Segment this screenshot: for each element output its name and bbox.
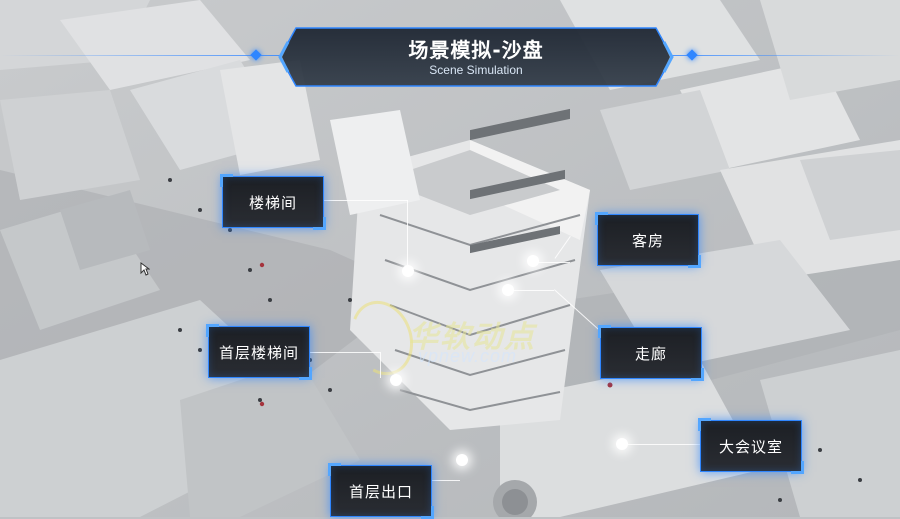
label-corridor-text: 走廊: [634, 344, 667, 363]
connector-guest-room-h: [538, 262, 570, 263]
label-stairwell-text: 楼梯间: [248, 193, 297, 212]
connector-first-stairwell-h: [308, 352, 380, 353]
connector-stairwell-h: [322, 200, 408, 201]
node-corridor[interactable]: [502, 284, 514, 296]
page-title: 场景模拟-沙盘: [408, 38, 544, 62]
label-first-floor-stairwell[interactable]: 首层楼梯间: [206, 324, 312, 380]
connector-conference-h: [622, 444, 700, 445]
connector-exit-h: [430, 480, 460, 481]
label-stairwell[interactable]: 楼梯间: [220, 174, 326, 230]
title-line-left: [0, 55, 282, 56]
node-stairwell[interactable]: [402, 265, 414, 277]
node-first-floor-exit[interactable]: [456, 454, 468, 466]
connector-first-stairwell-v: [380, 352, 381, 378]
label-guest-room[interactable]: 客房: [595, 212, 701, 268]
label-conference-hall-text: 大会议室: [718, 437, 783, 456]
label-conference-hall[interactable]: 大会议室: [698, 418, 804, 474]
label-guest-room-text: 客房: [631, 231, 664, 250]
label-corridor[interactable]: 走廊: [598, 325, 704, 381]
connector-corridor-h: [508, 290, 554, 291]
mouse-cursor-icon: [140, 262, 150, 276]
label-first-floor-exit-text: 首层出口: [348, 482, 413, 501]
label-first-floor-exit[interactable]: 首层出口: [328, 463, 434, 519]
node-first-floor-stairwell[interactable]: [390, 374, 402, 386]
node-conference-hall[interactable]: [616, 438, 628, 450]
watermark-domain: vpnew.com: [418, 346, 518, 366]
label-first-floor-stairwell-text: 首层楼梯间: [218, 343, 299, 362]
connector-stairwell-v: [407, 200, 408, 270]
page-subtitle: Scene Simulation: [429, 63, 523, 77]
title-line-right: [670, 55, 900, 56]
node-guest-room[interactable]: [527, 255, 539, 267]
watermark-text: 华软动点: [408, 320, 536, 355]
